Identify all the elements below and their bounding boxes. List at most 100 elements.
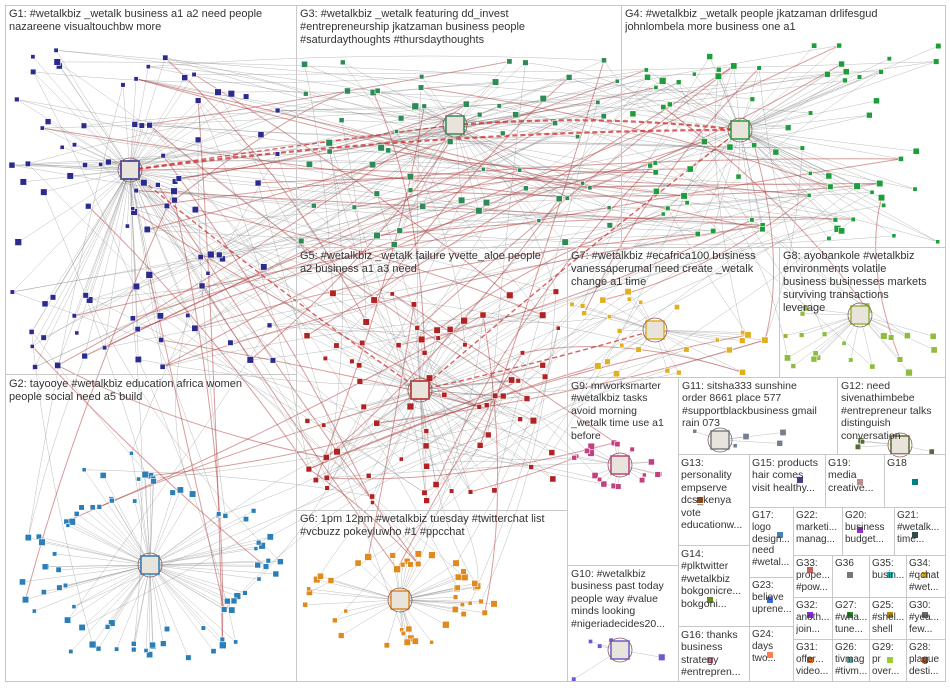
inter-group-edge xyxy=(525,182,880,189)
edge xyxy=(76,169,131,333)
node xyxy=(64,616,72,624)
node xyxy=(132,282,141,291)
hub-self-loop xyxy=(137,552,163,578)
node xyxy=(89,504,96,511)
node xyxy=(255,539,262,546)
node xyxy=(368,161,377,169)
inter-group-edge xyxy=(421,219,836,340)
node xyxy=(459,601,465,608)
inter-group-edge xyxy=(308,468,419,565)
edge xyxy=(98,564,151,649)
group-label-g33: G33: prope... #pow... xyxy=(796,558,830,593)
node xyxy=(597,643,603,649)
inter-group-edge xyxy=(27,163,465,578)
node xyxy=(749,217,755,223)
node xyxy=(832,217,839,223)
edge xyxy=(41,541,151,566)
node xyxy=(80,122,88,129)
node xyxy=(606,205,612,211)
node xyxy=(452,594,459,600)
node xyxy=(756,65,762,71)
node xyxy=(476,404,482,410)
node xyxy=(423,462,431,470)
node xyxy=(71,142,78,148)
inter-group-edge xyxy=(359,77,648,366)
inter-group-edge xyxy=(373,71,881,93)
node xyxy=(417,335,426,344)
inter-group-edge xyxy=(392,293,605,485)
node xyxy=(821,331,828,337)
inter-group-edge xyxy=(257,182,408,643)
edge xyxy=(739,61,937,131)
node xyxy=(555,325,561,331)
edge xyxy=(76,513,151,566)
group-label-g8: G8: ayobankole #wetalkbiz environments v… xyxy=(783,250,927,314)
node xyxy=(638,299,644,305)
inter-group-edge xyxy=(163,90,348,156)
inter-group-edge xyxy=(108,74,828,163)
node xyxy=(158,337,165,343)
hub-node xyxy=(710,430,730,450)
node xyxy=(522,59,529,66)
edge xyxy=(149,510,254,566)
inter-group-edge xyxy=(326,169,520,489)
inter-group-edge xyxy=(667,208,749,336)
edge xyxy=(22,564,151,583)
node xyxy=(508,376,516,384)
inter-group-edge xyxy=(89,299,281,562)
node xyxy=(364,553,372,561)
edge xyxy=(129,77,185,171)
edge xyxy=(149,564,224,646)
node xyxy=(587,185,593,191)
edge xyxy=(104,169,131,348)
inter-group-edge xyxy=(402,395,504,565)
node xyxy=(326,148,333,155)
node xyxy=(929,332,937,340)
inter-group-edge xyxy=(396,131,803,149)
node xyxy=(160,640,167,647)
node xyxy=(898,155,904,162)
node xyxy=(648,458,655,466)
node xyxy=(362,318,370,326)
node xyxy=(491,487,498,494)
node xyxy=(325,139,333,147)
node xyxy=(176,486,184,494)
node xyxy=(448,488,455,494)
node xyxy=(652,169,659,176)
edge xyxy=(116,564,151,650)
group-box-g28 xyxy=(906,639,946,682)
edge xyxy=(122,84,131,171)
inter-group-edge xyxy=(197,100,310,470)
edge xyxy=(149,564,228,602)
node xyxy=(85,203,92,210)
node xyxy=(529,417,538,425)
node xyxy=(922,572,928,578)
edge xyxy=(149,564,164,644)
node xyxy=(523,395,531,402)
node xyxy=(224,597,231,605)
node xyxy=(692,71,697,77)
hub-node xyxy=(645,320,665,340)
inter-group-edge xyxy=(42,127,389,155)
edge xyxy=(739,114,870,131)
node xyxy=(14,96,20,103)
node xyxy=(642,472,647,478)
node xyxy=(30,54,36,60)
node xyxy=(108,619,116,627)
edge xyxy=(739,129,938,242)
node xyxy=(414,325,420,331)
node xyxy=(163,202,170,210)
node xyxy=(613,370,620,378)
node xyxy=(233,592,242,600)
inter-group-edge xyxy=(149,124,528,400)
node xyxy=(214,88,222,96)
inter-group-edge xyxy=(32,71,220,514)
node xyxy=(227,339,234,346)
node xyxy=(580,180,585,186)
node xyxy=(373,231,381,240)
node xyxy=(354,559,362,567)
node xyxy=(421,489,428,496)
inter-group-edge xyxy=(195,209,543,316)
node xyxy=(19,178,27,186)
edge xyxy=(654,329,749,336)
